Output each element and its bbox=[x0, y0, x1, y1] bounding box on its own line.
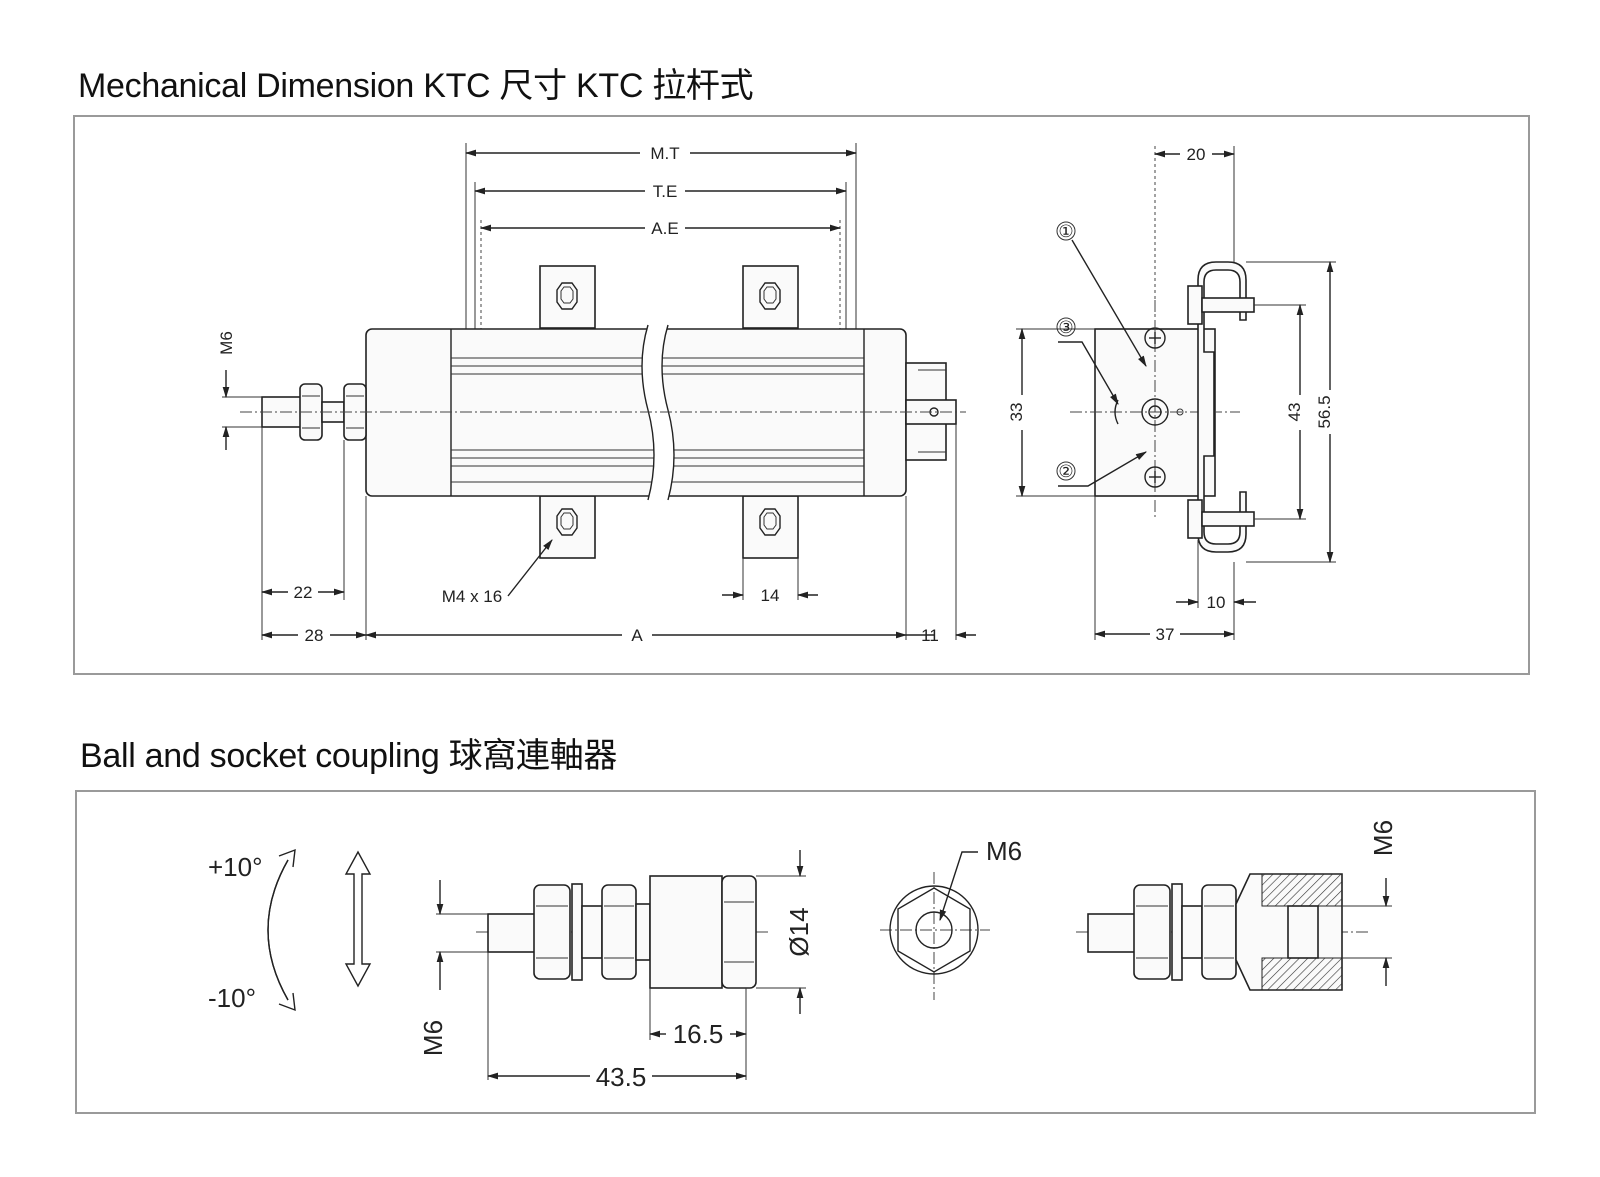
d14-label: 14 bbox=[761, 586, 780, 605]
coupling-section-view: M6 bbox=[1076, 820, 1398, 991]
dim-ae: A.E bbox=[479, 219, 842, 405]
d43-5-label: 43.5 bbox=[596, 1062, 647, 1092]
mechanical-dimension-title: Mechanical Dimension KTC 尺寸 KTC 拉杆式 bbox=[78, 67, 754, 105]
d22-label: 22 bbox=[294, 583, 313, 602]
plus10-label: +10° bbox=[208, 852, 263, 882]
a-label: A bbox=[631, 626, 643, 645]
dim-11: 11 bbox=[906, 424, 976, 645]
mounting-tab-top-left bbox=[539, 265, 596, 329]
coupling-m6-a-label: M6 bbox=[418, 1020, 448, 1056]
dim-m4x16: M4 x 16 bbox=[442, 539, 553, 606]
dim-14: 14 bbox=[722, 558, 818, 605]
d11-label: 11 bbox=[921, 626, 939, 645]
coupling-title: Ball and socket coupling 球窩連軸器 bbox=[80, 737, 618, 775]
d37-label: 37 bbox=[1156, 625, 1175, 644]
callout-2: ② bbox=[1058, 462, 1073, 481]
coupling-end-view: M6 bbox=[880, 836, 1022, 1000]
mounting-tab-top-right bbox=[742, 265, 799, 329]
d43-label: 43 bbox=[1285, 403, 1304, 422]
ae-label: A.E bbox=[651, 219, 678, 238]
d20-label: 20 bbox=[1187, 145, 1206, 164]
callout-3: ③ bbox=[1058, 318, 1073, 337]
dim-22: 22 bbox=[260, 427, 346, 640]
m4x16-label: M4 x 16 bbox=[442, 587, 502, 606]
te-label: T.E bbox=[653, 182, 678, 201]
m6-left-label: M6 bbox=[217, 331, 236, 355]
callout-1: ① bbox=[1058, 222, 1073, 241]
end-view-dimensions: 20 33 43 56.5 10 37 ① ③ bbox=[1007, 145, 1336, 644]
sensor-side-view: M.T T.E A.E bbox=[217, 143, 976, 645]
sensor-end-view bbox=[1070, 261, 1255, 553]
d33-label: 33 bbox=[1007, 403, 1026, 422]
dim-a: A bbox=[364, 496, 908, 645]
d28-label: 28 bbox=[305, 626, 324, 645]
mounting-tab-bottom-right bbox=[742, 495, 799, 559]
mt-label: M.T bbox=[650, 144, 679, 163]
minus10-label: -10° bbox=[208, 983, 256, 1013]
d56-5-label: 56.5 bbox=[1315, 395, 1334, 428]
dim-m6-left: M6 bbox=[217, 331, 262, 450]
angle-indicator: +10° -10° bbox=[208, 848, 372, 1013]
coupling-m6-b-label: M6 bbox=[986, 836, 1022, 866]
coupling-side-view: M6 Ø14 16.5 43.5 bbox=[418, 850, 814, 1092]
dia14-label: Ø14 bbox=[784, 907, 814, 956]
d16-5-label: 16.5 bbox=[673, 1019, 724, 1049]
coupling-m6-c-label: M6 bbox=[1368, 820, 1398, 856]
dim-28: 28 bbox=[260, 496, 368, 645]
mounting-tab-bottom-left bbox=[539, 495, 596, 559]
d10-label: 10 bbox=[1207, 593, 1226, 612]
